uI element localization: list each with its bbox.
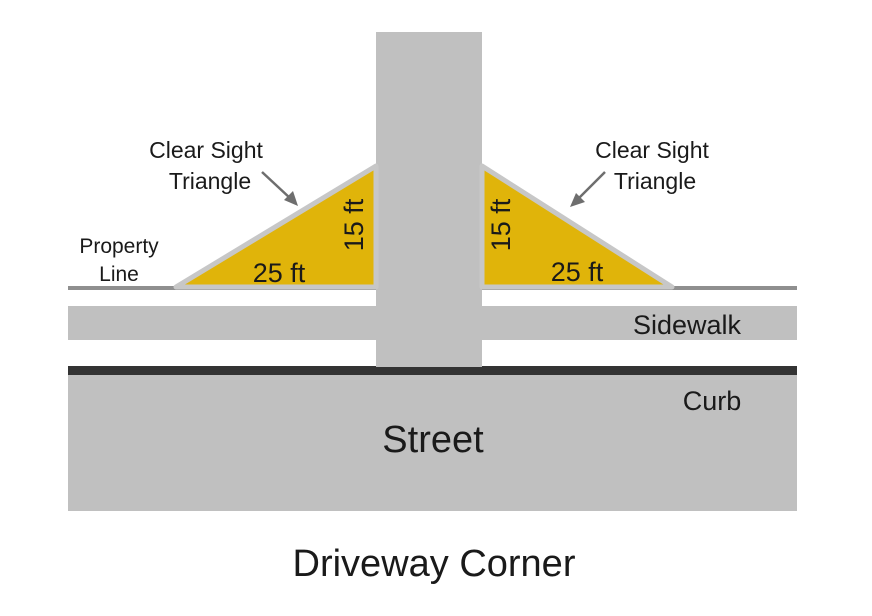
driveway [376,32,482,367]
left-sight-triangle [173,163,379,290]
sidewalk-label: Sidewalk [633,310,742,340]
left-25ft-label: 25 ft [253,258,306,288]
street-area [68,374,797,511]
curb-line [68,366,797,375]
right-15ft-label: 15 ft [486,198,516,251]
right-sight-label-line2: Triangle [614,168,696,194]
left-sight-label-line2: Triangle [169,168,251,194]
street-label: Street [382,419,484,461]
property-label-line1: Property [79,235,159,258]
curb-label: Curb [683,386,742,416]
left-sight-label-line1: Clear Sight [149,137,263,163]
right-arrow-icon [570,171,606,207]
property-label-line2: Line [99,263,139,286]
right-sight-label-line1: Clear Sight [595,137,709,163]
right-sight-triangle [479,163,675,290]
diagram-title: Driveway Corner [293,543,576,585]
left-arrow-icon [261,171,298,206]
right-25ft-label: 25 ft [551,257,604,287]
left-15ft-label: 15 ft [339,198,369,251]
